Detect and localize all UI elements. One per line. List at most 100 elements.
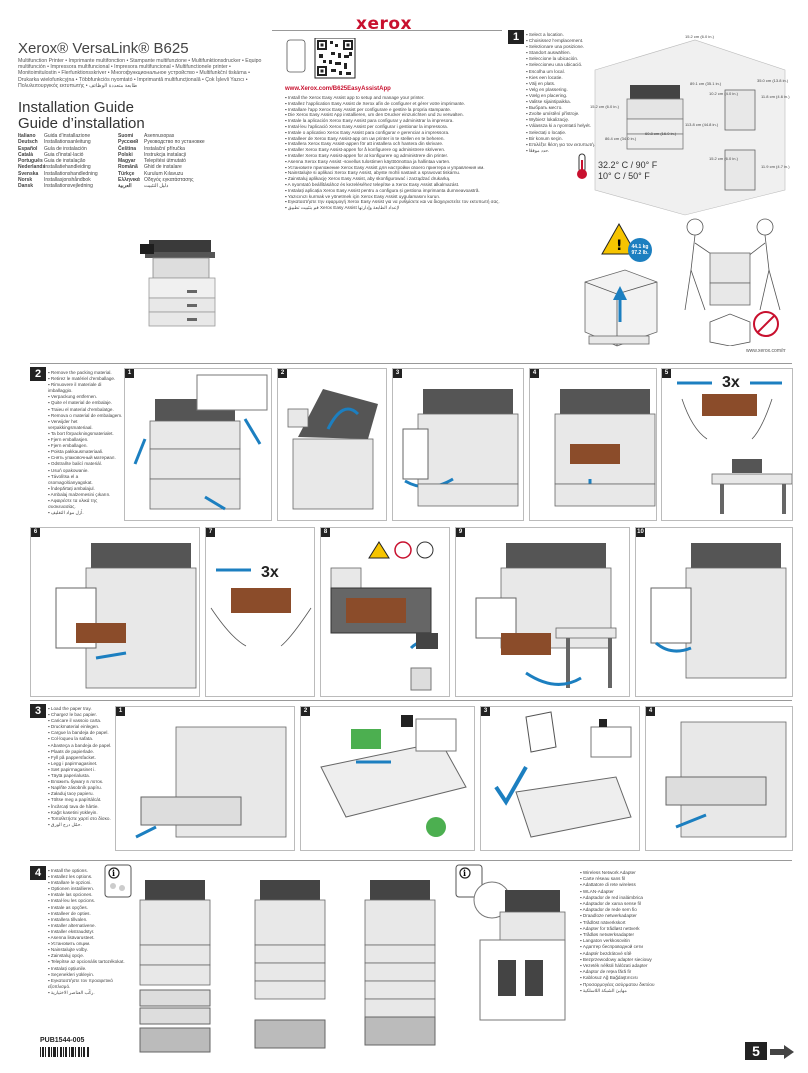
step-4-instruction-item: Установить опции. [48, 941, 128, 947]
easy-assist-url[interactable]: www.Xerox.com/B625EasyAssistApp [285, 86, 391, 92]
adapter-name-item: Bezprzewodowy adapter sieciowy [580, 957, 700, 963]
language-name: Norsk [18, 177, 33, 184]
guide-title-en: Installation Guide [18, 99, 134, 116]
weight-lb: 97.2 lb. [631, 250, 649, 256]
step-4-instruction-item: Installeer de opties. [48, 911, 128, 917]
dim-label: 15.2 cm (6.0 in.) [590, 104, 620, 109]
dim-label: 60.8 cm (16.0 in.) [645, 131, 677, 136]
language-guide-title: Guía de instalación [44, 145, 87, 152]
language-guide-title: Instalační příručka [144, 145, 185, 152]
load-paper-illustration [494, 711, 632, 838]
instruction-item: Yazıcınızı kurmak ve yönetmek için Xerox… [285, 194, 500, 200]
language-guide-title: Installationsanleitung [44, 139, 91, 146]
instruction-item: قم بتثبيت تطبيق Xerox Easy Assist لإعداد… [285, 205, 500, 211]
language-guide-title: Installationshandledning [44, 170, 98, 177]
language-guide-title: Installasjonshåndbok [44, 177, 91, 184]
step-3-instruction-item: Abasteça a bandeja de papel. [48, 743, 118, 749]
adapter-name-item: Vezeték nélküli hálózati adapter [580, 963, 700, 969]
divider [30, 860, 792, 861]
step-2-panel-6: 6 [30, 527, 200, 697]
instruction-item: A nyomtató beállításához és kezeléséhez … [285, 182, 500, 188]
step-1-instruction-item: Kies een locatie. [526, 75, 606, 81]
language-guide-title: Ghid de instalare [144, 164, 182, 171]
adapter-name-item: Adaptér bezdrátové sítě [580, 951, 700, 957]
step-1-instruction-item: حدد موقعًا. [526, 148, 606, 154]
open-scanner-illustration [287, 389, 378, 510]
step-2-instruction-item: Retirez le matériel d’emballage. [48, 376, 123, 382]
step-3-instruction-item: Load the paper tray. [48, 706, 118, 712]
step-2-instruction-item: Îndepărtați ambalajul. [48, 486, 123, 492]
language-row: PortuguêsGuia de instalação [18, 158, 98, 164]
panel-number: 1 [116, 707, 125, 716]
phone-icon [286, 39, 306, 73]
open-front-door-illustration [402, 389, 519, 507]
lifting-people-illustration [684, 218, 781, 311]
step-4-badge: 4 [30, 866, 46, 880]
step-3-panel-4: 4 [645, 706, 793, 851]
temp-min: 10° C / 50° F [598, 171, 650, 181]
step-4-instruction-item: Εγκαταστήστε τον προαιρετικό εξοπλισμό. [48, 978, 128, 990]
step-1-instruction-item: Selezionare una posizione. [526, 44, 606, 50]
adapter-name-item: Wireless Network Adapter [580, 870, 700, 876]
svg-text:i: i [112, 868, 115, 878]
step-1-instruction-item: Välj en plats. [526, 81, 606, 87]
adapter-name-item: Langaton verkkosovitin [580, 938, 700, 944]
repeat-count: 3x [722, 374, 740, 391]
adapter-name-item: WLAN-Adapter [580, 889, 700, 895]
step-1-instruction-item: Seleccione la ubicación. [526, 56, 606, 62]
step-2-instruction-item: Fjern emballagen. [48, 443, 123, 449]
adapter-name-item: Draadloze netwerkadapter [580, 913, 700, 919]
adapter-name-item: Adaptor de rețea fără fir [580, 969, 700, 975]
language-name: Svenska [18, 170, 39, 177]
language-name: Nederlands [18, 164, 46, 171]
remove-cartridge-illustration [554, 389, 656, 507]
adapter-name-item: مهايئ الشبكة اللاسلكية [580, 988, 700, 994]
step-3-panel-1: 1 [115, 706, 295, 851]
instruction-item: Installare l’app Xerox Easy Assist per c… [285, 107, 500, 113]
weight-kg: 44.1 kg [631, 244, 649, 250]
language-name: Dansk [18, 183, 34, 190]
step-3-instruction-item: Caricare il vassoio carta. [48, 718, 118, 724]
step-4-instruction-item: Instalați opțiunile. [48, 966, 128, 972]
step-2-instructions: Remove the packing material.Retirez le m… [48, 370, 123, 516]
step-4-instruction-item: Zainstaluj opcje. [48, 953, 128, 959]
language-guide-title: Руководство по установке [144, 139, 205, 146]
svg-text:i: i [463, 868, 466, 878]
step-3-instruction-item: Naplňte zásobník papíru. [48, 785, 118, 791]
instruction-item: Installer Xerox Easy Assist-appen for at… [285, 153, 500, 159]
panel-number: 4 [646, 707, 655, 716]
panel-number: 2 [301, 707, 310, 716]
step-4-instruction-item: Optionen installieren. [48, 886, 128, 892]
language-row: Svenska Installationshandledning [18, 171, 98, 177]
info-icon: i [455, 864, 483, 898]
step-2-instruction-item: Usuń opakowanie. [48, 468, 123, 474]
page-number: 5 [745, 1042, 767, 1060]
recycle-url[interactable]: www.xerox.com/rr [746, 348, 786, 354]
step-1-instruction-item: Seleccioneu una ubicació. [526, 62, 606, 68]
step-3-instruction-item: Chargez le bac papier. [48, 712, 118, 718]
step-4-instruction-item: Installare le opzioni. [48, 880, 128, 886]
arrow-right-icon[interactable] [770, 1045, 794, 1059]
location-clearance-diagram: 15.2 cm (6.0 in.) 89.1 cm (35.1 in.) 15.… [590, 34, 790, 216]
panel-number: 5 [662, 369, 671, 378]
step-4-instruction-item: Installez les options. [48, 874, 128, 880]
instruction-item: Install the Xerox Easy Assist app to set… [285, 95, 500, 101]
step-3-instruction-item: حمّل درج الورق. [48, 822, 118, 828]
step-1-instruction-item: Choisissez l’emplacement. [526, 38, 606, 44]
step-2-instruction-item: Ambalaj malzemesini çıkarın. [48, 492, 123, 498]
language-name: Polski [118, 151, 133, 158]
adjust-guides-illustration [320, 715, 467, 837]
step-4-instruction-item: Install the options. [48, 868, 128, 874]
svg-text:!: ! [616, 238, 622, 254]
step-1-instructions: Select a location.Choisissez l’emplaceme… [526, 32, 606, 154]
info-icon: i [104, 864, 132, 898]
step-2-instruction-item: Verpackung entfernen. [48, 394, 123, 400]
remove-tape-illustration [133, 374, 268, 511]
